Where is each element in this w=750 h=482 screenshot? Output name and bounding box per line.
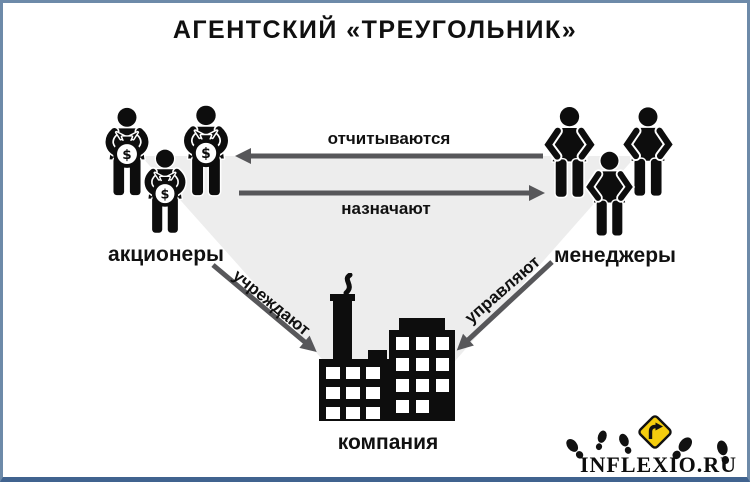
report-arrow-label: отчитываются (327, 129, 451, 148)
page-title: АГЕНТСКИЙ «ТРЕУГОЛЬНИК» (172, 16, 578, 44)
managers-label: менеджеры (554, 244, 676, 267)
relation-arrows (211, 148, 554, 352)
manage-arrow (456, 260, 554, 351)
company-building-icon (319, 273, 455, 421)
shareholder-figure (137, 149, 193, 241)
right-turn-road-sign-icon (638, 415, 672, 449)
appoint-arrow-label: назначают (341, 199, 431, 218)
company-label: компания (337, 431, 439, 454)
manager-figure (582, 150, 637, 244)
brand-site-name: INFLEXIO.RU (579, 452, 738, 477)
establish-arrow (211, 263, 317, 352)
triangle-background (141, 156, 636, 395)
shareholders-label: акционеры (108, 243, 224, 266)
